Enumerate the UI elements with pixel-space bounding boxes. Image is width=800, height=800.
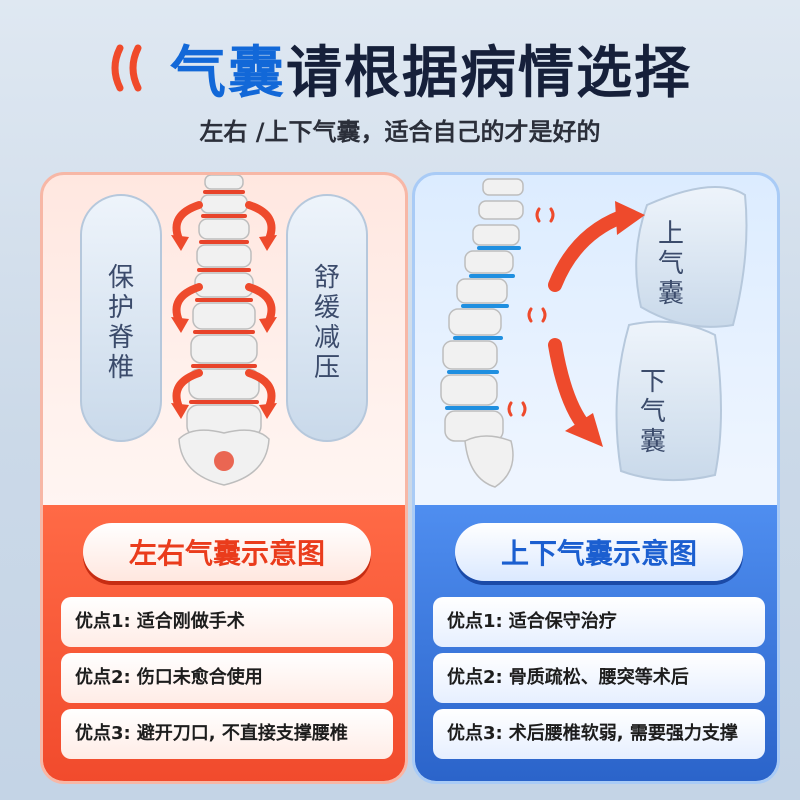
advantage-prefix: 优点2: <box>75 667 131 688</box>
label-relieve-pressure: 舒缓减压 <box>313 263 340 383</box>
advantage-item: 优点3:避开刀口, 不直接支撑腰椎 <box>61 709 393 759</box>
advantage-text: 术后腰椎软弱, 需要强力支撑 <box>508 723 738 744</box>
advantage-prefix: 优点1: <box>75 611 131 632</box>
pill-left-right-diagram: 左右气囊示意图 <box>83 523 371 581</box>
advantage-item: 优点2:骨质疏松、腰突等术后 <box>433 653 765 703</box>
advantage-text: 适合保守治疗 <box>508 611 617 632</box>
card-left-right-airbag: 保护脊椎 舒缓减压 左右气囊示意图 优点1:适合刚做手术 优点2:伤口未愈合使用… <box>40 172 408 784</box>
advantage-prefix: 优点3: <box>447 723 503 744</box>
advantage-text: 骨质疏松、腰突等术后 <box>508 667 689 688</box>
wave-mark-icon <box>111 44 142 92</box>
advantage-item: 优点1:适合刚做手术 <box>61 597 393 647</box>
label-lower-airbag: 下气囊 <box>639 367 666 457</box>
illustration-left: 保护脊椎 舒缓减压 <box>43 175 405 505</box>
card-upper-lower-airbag: 上气囊 下气囊 上下气囊示意图 优点1:适合保守治疗 优点2:骨质疏松、腰突等术… <box>412 172 780 784</box>
advantage-prefix: 优点1: <box>447 611 503 632</box>
header: 气囊请根据病情选择 <box>0 28 800 108</box>
advantage-text: 伤口未愈合使用 <box>136 667 263 688</box>
advantage-text: 适合刚做手术 <box>136 611 245 632</box>
label-upper-airbag: 上气囊 <box>657 219 684 309</box>
spine-upper-lower-airbags-icon <box>440 178 748 488</box>
advantage-item: 优点1:适合保守治疗 <box>433 597 765 647</box>
advantage-prefix: 优点2: <box>447 667 503 688</box>
subtitle: 左右 /上下气囊，适合自己的才是好的 <box>199 118 601 146</box>
page-title: 气囊请根据病情选择 <box>170 28 692 109</box>
label-protect-spine: 保护脊椎 <box>107 263 134 383</box>
pill-upper-lower-diagram: 上下气囊示意图 <box>455 523 743 581</box>
card-right-bottom: 上下气囊示意图 优点1:适合保守治疗 优点2:骨质疏松、腰突等术后 优点3:术后… <box>415 505 777 781</box>
advantage-prefix: 优点3: <box>75 723 131 744</box>
title-rest: 请根据病情选择 <box>286 40 692 106</box>
illustration-right: 上气囊 下气囊 <box>415 175 777 505</box>
advantage-item: 优点3:术后腰椎软弱, 需要强力支撑 <box>433 709 765 759</box>
spine-side-airbags-icon <box>80 175 368 486</box>
advantage-text: 避开刀口, 不直接支撑腰椎 <box>136 723 348 744</box>
title-accent: 气囊 <box>170 40 286 106</box>
advantage-item: 优点2:伤口未愈合使用 <box>61 653 393 703</box>
card-left-bottom: 左右气囊示意图 优点1:适合刚做手术 优点2:伤口未愈合使用 优点3:避开刀口,… <box>43 505 405 781</box>
